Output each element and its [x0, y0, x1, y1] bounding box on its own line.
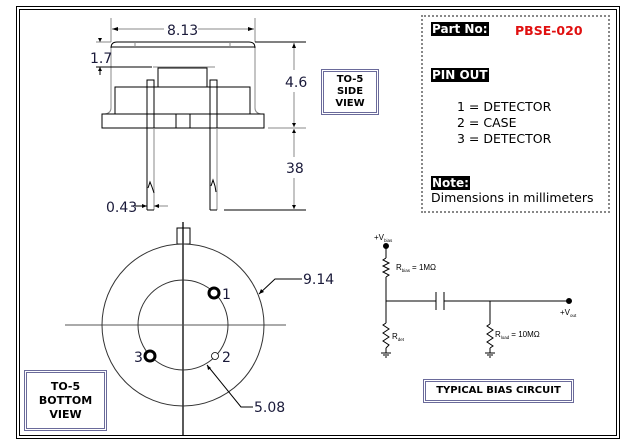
label-line: TO-5 [50, 379, 81, 393]
vout-label: +Vout [560, 308, 577, 318]
cap-top [110, 41, 256, 49]
inner-frame [19, 9, 617, 436]
pinout-item: 3 = DETECTOR [457, 131, 552, 146]
arrow-icon [292, 123, 296, 127]
arrow-icon [207, 365, 211, 370]
leader-line [258, 278, 302, 295]
arrow-icon [142, 204, 147, 208]
dim-width: 8.13 [167, 23, 198, 39]
vbias-label: +Vbias [374, 233, 393, 243]
can-right-side [254, 48, 262, 115]
rbias-label: Rbias= 1MΩ [396, 263, 436, 273]
rbias-resistor-icon [381, 257, 391, 278]
header-body [114, 86, 251, 115]
part-label: Part No: [431, 22, 489, 36]
pin-2-label: 2 [222, 350, 231, 366]
rdet-label: Rdet [392, 332, 405, 342]
label-line: SIDE [336, 86, 364, 97]
base-flange [101, 113, 265, 129]
arrow-icon [98, 38, 102, 42]
pinout-heading: PIN OUT [431, 68, 489, 82]
arrow-icon [112, 27, 118, 31]
outer-circle [101, 243, 265, 407]
arrow-icon [248, 27, 254, 31]
pin-1 [207, 286, 221, 300]
break-mark-icon [210, 178, 217, 193]
bottom-view [65, 222, 302, 436]
pin-3-label: 3 [134, 350, 143, 366]
dim-body-height: 4.6 [285, 75, 307, 91]
dim-outer-diameter: 9.14 [303, 272, 334, 288]
note-text: Dimensions in millimeters [431, 190, 594, 205]
pin-3 [143, 349, 157, 363]
dim-cap-height: 1.7 [90, 51, 112, 67]
label-line: BOTTOM [38, 393, 93, 407]
arrow-icon [259, 289, 264, 294]
rload-resistor-icon [486, 323, 494, 349]
tab [175, 113, 191, 129]
arrow-icon [292, 205, 296, 209]
arrow-icon [98, 67, 102, 71]
part-number: PBSE-020 [515, 23, 583, 38]
lead-upper-left [146, 79, 155, 129]
pin-1-label: 1 [222, 287, 231, 303]
info-box: Part No: PBSE-020 PIN OUT 1 = DETECTOR 2… [421, 15, 610, 213]
label-line: VIEW [335, 98, 365, 109]
pin-circle [137, 279, 229, 371]
arrow-icon [292, 129, 296, 133]
rload-label: Rload= 10MΩ [495, 330, 540, 340]
pin-2 [211, 352, 219, 360]
leader-line [206, 364, 253, 408]
side-view [96, 18, 306, 211]
dim-pin-circle: 5.08 [254, 400, 285, 416]
pinout-item: 1 = DETECTOR [457, 99, 552, 114]
label-line: VIEW [49, 407, 82, 421]
note-heading: Note: [431, 176, 470, 190]
outer-frame [16, 6, 620, 439]
side-view-label: TO-5 SIDE VIEW [321, 69, 379, 115]
bottom-view-label: TO-5 BOTTOM VIEW [24, 370, 107, 431]
vout-node [566, 298, 572, 304]
circuit-title: TYPICAL BIAS CIRCUIT [436, 385, 561, 396]
lead-upper-right [209, 79, 218, 129]
break-mark-icon [147, 180, 155, 194]
pinout-item: 2 = CASE [457, 115, 517, 130]
arrow-icon [292, 43, 296, 48]
circuit-title-box: TYPICAL BIAS CIRCUIT [423, 379, 574, 403]
dim-lead-diameter: 0.43 [106, 200, 137, 216]
bias-circuit [381, 243, 572, 358]
label-line: TO-5 [336, 74, 364, 85]
rdet-resistor-icon [382, 322, 390, 349]
arrow-icon [154, 204, 159, 208]
detector-chip [157, 67, 208, 88]
dim-lead-length: 38 [286, 161, 304, 177]
